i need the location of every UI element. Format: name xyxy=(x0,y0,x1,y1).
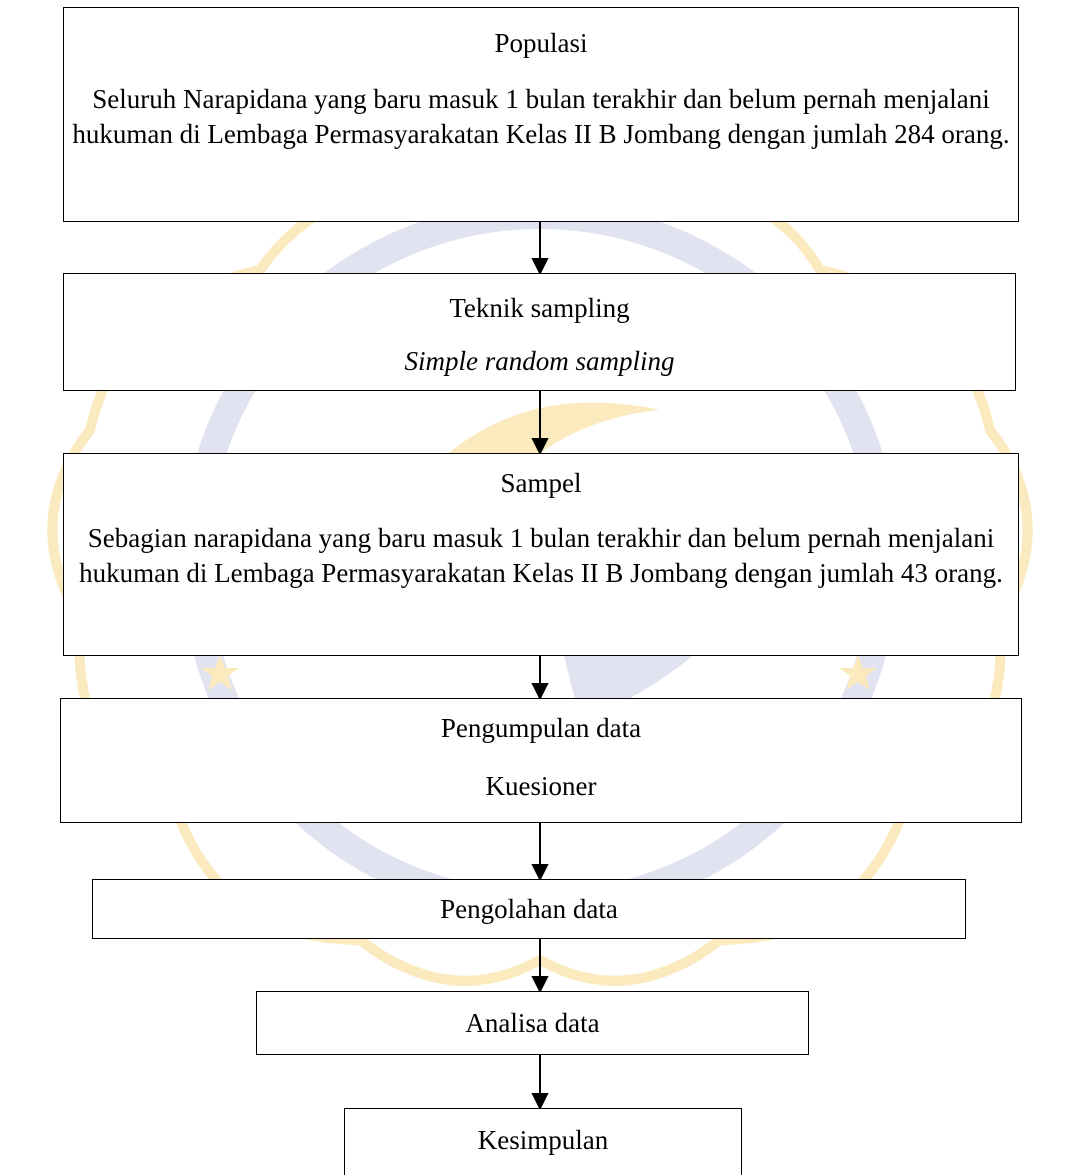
node-title: Sampel xyxy=(500,468,582,498)
node-title: Pengumpulan data xyxy=(440,713,642,743)
node-title: Kesimpulan xyxy=(477,1125,609,1155)
node-title: Pengolahan data xyxy=(440,894,618,924)
node-pengolahan-data: Pengolahan data xyxy=(92,879,966,939)
arrowhead xyxy=(531,258,549,276)
node-populasi: Populasi Seluruh Narapidana yang baru ma… xyxy=(63,7,1019,222)
arrowhead xyxy=(531,976,549,994)
node-sampel: Sampel Sebagian narapidana yang baru mas… xyxy=(63,453,1019,656)
node-title: Analisa data xyxy=(465,1008,600,1038)
node-description: Sebagian narapidana yang baru masuk 1 bu… xyxy=(79,523,1003,588)
watermark-star-left xyxy=(201,655,239,690)
arrowhead xyxy=(531,1093,549,1111)
node-description: Kuesioner xyxy=(485,771,597,801)
node-title: Teknik sampling xyxy=(449,293,630,323)
node-teknik-sampling: Teknik sampling Simple random sampling xyxy=(63,273,1016,391)
watermark-star-right xyxy=(839,655,877,690)
arrowhead xyxy=(531,438,549,456)
node-kesimpulan: Kesimpulan xyxy=(344,1108,742,1175)
node-description: Seluruh Narapidana yang baru masuk 1 bul… xyxy=(72,84,1010,149)
node-pengumpulan-data: Pengumpulan data Kuesioner xyxy=(60,698,1022,823)
node-title: Populasi xyxy=(494,28,588,58)
arrowhead xyxy=(531,683,549,701)
node-analisa-data: Analisa data xyxy=(256,991,809,1055)
arrowhead xyxy=(531,864,549,882)
node-description: Simple random sampling xyxy=(404,346,675,376)
